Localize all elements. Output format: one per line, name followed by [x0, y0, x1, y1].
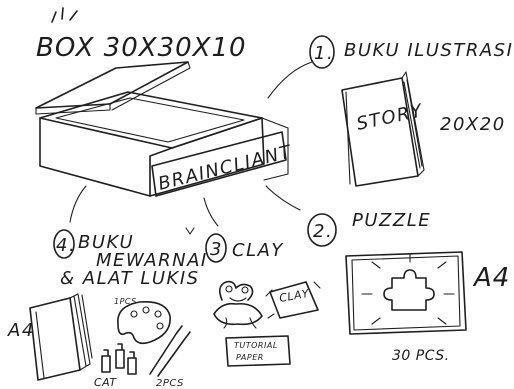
box-lid-side [112, 62, 190, 110]
item-2-puzzle: 2. PUZZLE A4 30 PCS. [308, 210, 510, 364]
box-drawing: BRAINCLIANT [36, 62, 295, 196]
box-lid-top [36, 62, 188, 108]
clay-frog-eye-right [242, 287, 248, 293]
item-1-name: BUKU ILUSTRASI [344, 40, 513, 61]
item-2-number: 2. [313, 221, 333, 242]
puzzle-frame [346, 252, 466, 334]
connector-item-4 [70, 186, 86, 222]
palette-well-2 [143, 307, 149, 313]
puzzle-piece-icon [384, 270, 434, 310]
palette-count: 1PCS [114, 297, 137, 306]
tutorial-paper-label-line1: TUTORIAL [234, 341, 278, 350]
connector-item-2 [266, 186, 300, 210]
connector-item-1 [268, 62, 312, 98]
tutorial-paper-label-line2: PAPER [236, 353, 264, 362]
paint-bottle-icon [102, 350, 110, 372]
palette-well-3 [155, 311, 161, 317]
item-2-quantity: 30 PCS. [392, 348, 450, 364]
paint-label: CAT [94, 376, 117, 389]
item-3-number: 3 [210, 239, 223, 260]
box-front-left [40, 118, 172, 196]
emphasis-marks-icon [52, 8, 77, 22]
puzzle-frame-inner [352, 256, 460, 330]
item-4-name-line3: & ALAT LUKIS [60, 268, 200, 289]
paint-bottle-icon [116, 344, 124, 368]
clay-frog-body [214, 304, 262, 325]
box-title: BOX 30X30X10 [36, 33, 247, 63]
palette-well-1 [131, 311, 137, 317]
connector-item-3 [204, 198, 218, 226]
coloring-book-back [36, 294, 90, 378]
item-4-paper-size: A4 [7, 320, 35, 341]
puzzle-shine-icon [362, 254, 454, 324]
clay-frog-mouth [230, 298, 246, 301]
item-2-size: A4 [472, 263, 510, 293]
item-1-size: 20X20 [440, 114, 506, 135]
item-3-name: CLAY [232, 240, 284, 261]
story-book-title: STORY [355, 100, 426, 135]
box-brand-label: BRAINCLIANT [156, 141, 295, 195]
heart-doodle-icon [186, 228, 194, 234]
item-3-clay: 3 CLAY CLAY TUTORIAL PAPER [206, 234, 320, 366]
item-1-number: 1. [314, 43, 334, 64]
box-title-group: BOX 30X30X10 [36, 8, 247, 63]
item-4-number: 4. [56, 235, 76, 256]
item-1-illustration-book: 1. BUKU ILUSTRASI STORY 20X20 [310, 36, 513, 186]
clay-pack-label: CLAY [278, 287, 311, 305]
paint-bottle-icon [128, 352, 136, 374]
palette-well-4 [157, 323, 163, 329]
box-base-rim [40, 92, 262, 148]
brush-count: 2PCS [156, 378, 184, 389]
coloring-book-front [30, 298, 80, 380]
item-4-coloring-set: 4. BUKU MEWARNAI & ALAT LUKIS A4 1PCS CA… [7, 228, 208, 389]
item-2-name: PUZZLE [352, 210, 431, 231]
coloring-book-pages [74, 295, 92, 366]
clay-frog-eye-left [226, 286, 232, 292]
